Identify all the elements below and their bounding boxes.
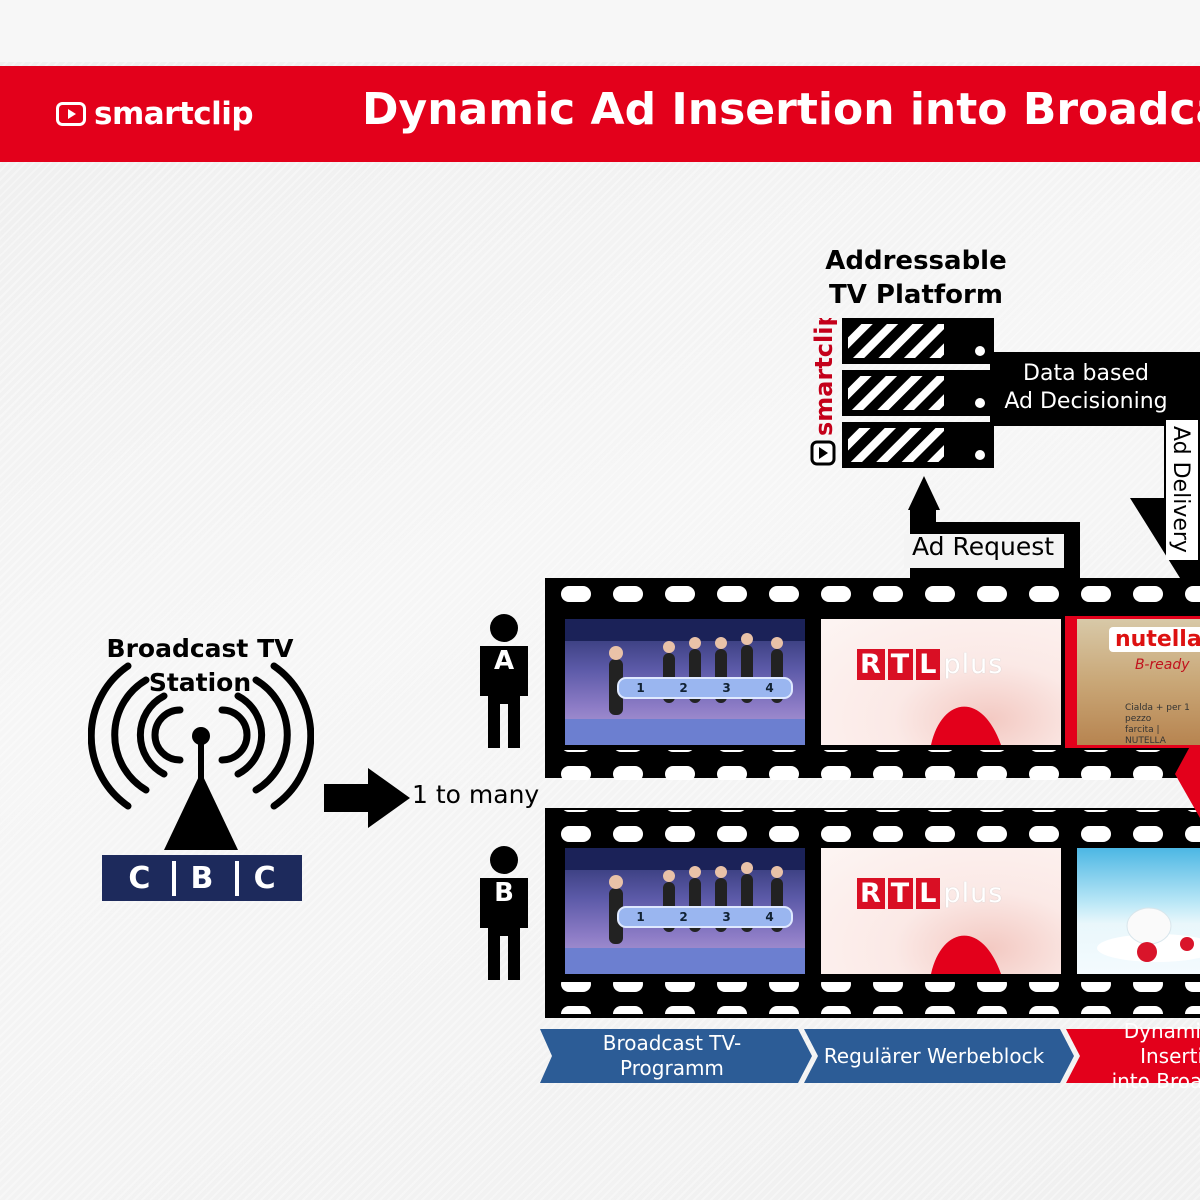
studio-number: 2 bbox=[679, 681, 688, 695]
frame-a-dynamic-ad: nutella B-ready Cialda + per 1 pezzo far… bbox=[1077, 619, 1200, 745]
segment-dynamic-insertion: Dynamic Ad Insertion into Broadcast bbox=[1084, 1019, 1200, 1093]
station-label-line2: Station bbox=[148, 668, 252, 697]
arrow-right-icon bbox=[324, 768, 410, 828]
play-icon bbox=[56, 102, 86, 126]
person-icon bbox=[480, 846, 528, 980]
nutella-small-line1: Cialda + per 1 pezzo bbox=[1125, 703, 1190, 724]
viewer-b-label: B bbox=[494, 878, 514, 908]
studio-number: 3 bbox=[722, 910, 731, 924]
rtl-ribbon bbox=[931, 706, 1001, 745]
frame-b-dynamic-ad bbox=[1077, 848, 1200, 974]
platform-label: Addressable TV Platform bbox=[816, 244, 1016, 312]
segment-2-line1: Regulärer Werbeblock bbox=[823, 1043, 1045, 1068]
frame-b-program: 1 2 3 4 bbox=[565, 848, 805, 974]
nutella-product: B-ready bbox=[1135, 657, 1190, 673]
data-decisioning-label: Data based Ad Decisioning bbox=[992, 360, 1180, 416]
server-icon bbox=[842, 318, 994, 468]
platform-label-line2: TV Platform bbox=[829, 280, 1003, 310]
cbc-letter-3: C bbox=[234, 860, 291, 896]
cbc-letter-2: B bbox=[171, 860, 228, 896]
ad-request-bg bbox=[904, 534, 1064, 568]
segment-broadcast-program: Broadcast TV- Programm bbox=[552, 1029, 792, 1083]
segment-1-line1: Broadcast TV- bbox=[602, 1031, 742, 1055]
platform-label-line1: Addressable bbox=[825, 246, 1007, 276]
segment-bar bbox=[540, 1029, 1200, 1083]
person-icon bbox=[480, 614, 528, 748]
data-decisioning-line2: Ad Decisioning bbox=[1004, 389, 1168, 414]
studio-number: 2 bbox=[679, 910, 688, 924]
studio-number-bar: 1 2 3 4 bbox=[617, 677, 793, 699]
segment-3-line1: Dynamic Ad Insertion bbox=[1123, 1018, 1200, 1068]
data-decisioning-line1: Data based bbox=[1023, 361, 1149, 386]
segment-3-line2: into Broadcast bbox=[1111, 1068, 1200, 1093]
ad-delivery-bg bbox=[1166, 420, 1198, 560]
page-title: Dynamic Ad Insertion into Broadcast bbox=[362, 84, 1200, 135]
station-label-line1: Broadcast TV bbox=[106, 634, 294, 663]
studio-number: 1 bbox=[636, 910, 645, 924]
ad-delivery-arrow bbox=[990, 352, 1200, 610]
smartclip-vertical-text: smartclip bbox=[810, 318, 838, 436]
segment-regular-ad-block: Regulärer Werbeblock bbox=[816, 1029, 1052, 1083]
antenna-icon bbox=[88, 662, 314, 850]
rtl-ribbon bbox=[931, 935, 1001, 974]
studio-number-bar: 1 2 3 4 bbox=[617, 906, 793, 928]
segment-1-line2: Programm bbox=[620, 1056, 724, 1080]
viewer-a-label: A bbox=[493, 646, 515, 676]
beach-scene bbox=[1097, 907, 1200, 962]
studio-number: 4 bbox=[765, 681, 774, 695]
studio-number: 1 bbox=[636, 681, 645, 695]
header-bar: smartclip Dynamic Ad Insertion into Broa… bbox=[0, 66, 1200, 162]
nutella-small-text: Cialda + per 1 pezzo farcita | NUTELLA bbox=[1125, 703, 1200, 745]
smartclip-vertical-logo: smartclip bbox=[810, 318, 838, 466]
studio-number: 3 bbox=[722, 681, 731, 695]
cbc-logo: C B C bbox=[102, 855, 302, 901]
nutella-brand: nutella bbox=[1109, 627, 1200, 652]
cbc-letter-1: C bbox=[128, 860, 151, 896]
studio-number: 4 bbox=[765, 910, 774, 924]
frame-a-program: 1 2 3 4 bbox=[565, 619, 805, 745]
station-label: Broadcast TV Station bbox=[100, 632, 300, 700]
top-band bbox=[0, 0, 1200, 62]
ad-request-label: Ad Request bbox=[912, 532, 1055, 561]
smartclip-logo: smartclip bbox=[56, 96, 254, 132]
ad-delivery-label: Ad Delivery bbox=[1168, 426, 1193, 553]
one-to-many-label: 1 to many bbox=[412, 780, 540, 809]
logo-text: smartclip bbox=[94, 96, 254, 132]
nutella-small-line2: farcita | NUTELLA bbox=[1125, 725, 1166, 745]
